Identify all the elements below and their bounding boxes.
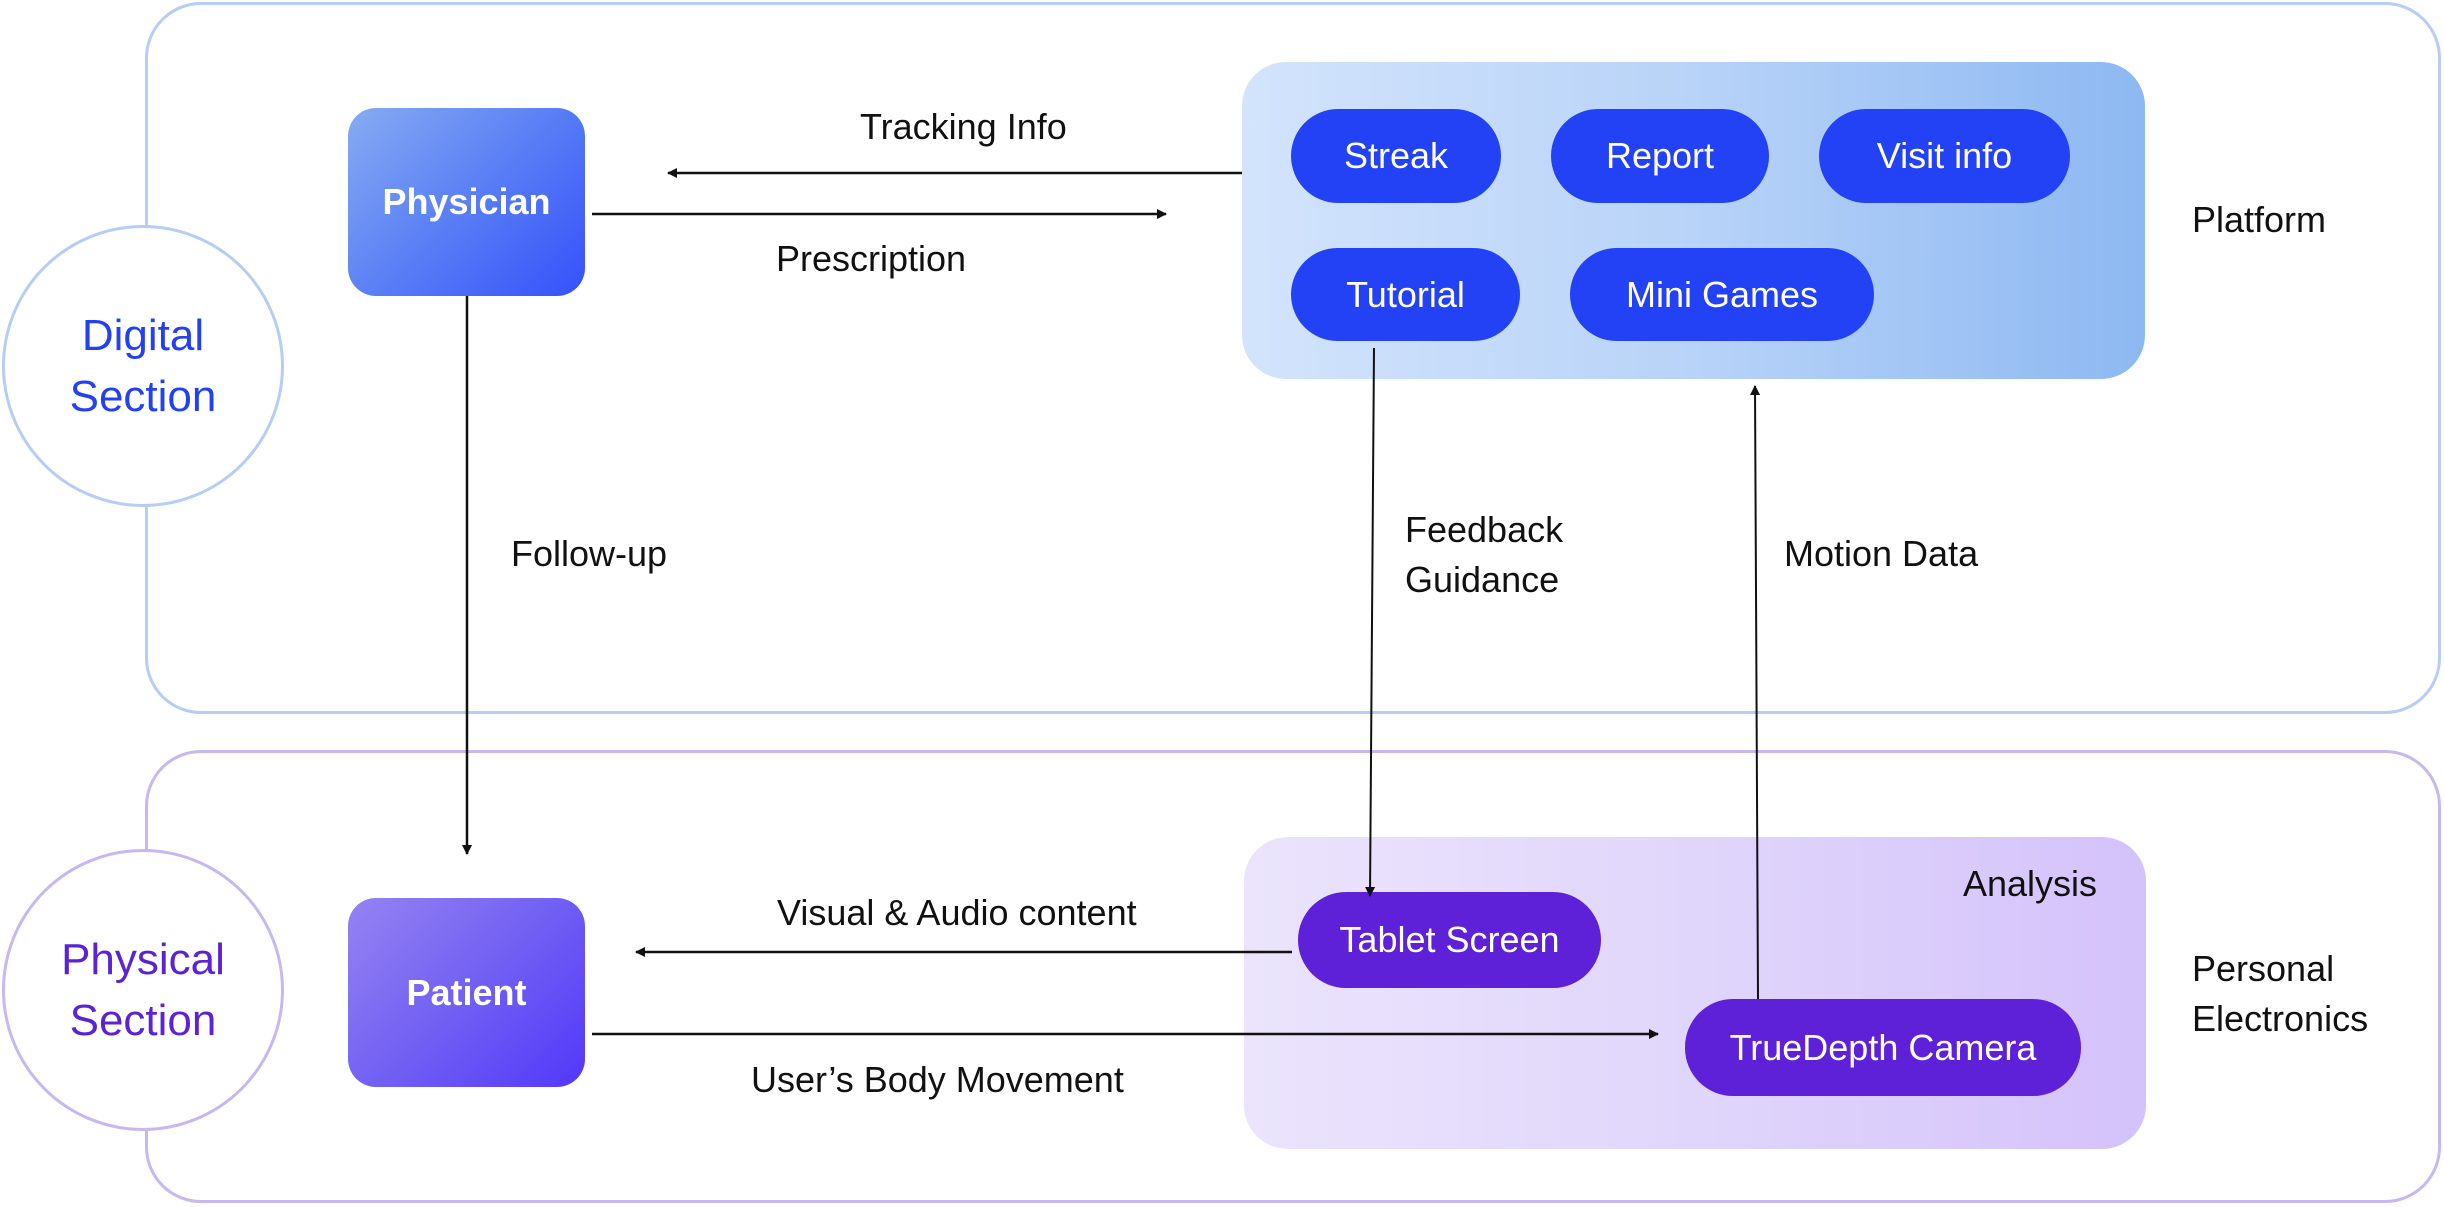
device-truedepth-camera[interactable]: TrueDepth Camera [1685, 999, 2081, 1096]
feedback-guidance-label: Feedback Guidance [1405, 505, 1563, 605]
visual-audio-label: Visual & Audio content [777, 892, 1137, 933]
platform-title: Platform [2192, 199, 2327, 240]
analysis-label: Analysis [1963, 863, 2098, 904]
physical-section-label-line2: Section [69, 996, 217, 1045]
platform-module-report[interactable]: Report [1551, 109, 1769, 203]
body-movement-label: User’s Body Movement [751, 1059, 1124, 1100]
analysis-container [1244, 837, 2146, 1149]
module-label: Mini Games [1625, 273, 1819, 315]
personal-electronics-title: Personal Electronics [2192, 944, 2368, 1044]
platform-module-mini-games[interactable]: Mini Games [1570, 248, 1874, 341]
platform-module-tutorial[interactable]: Tutorial [1291, 248, 1520, 341]
physician-node[interactable]: Physician [348, 108, 585, 296]
digital-section-label-line2: Section [69, 372, 217, 421]
digital-section-badge: Digital Section [2, 225, 284, 507]
module-label: Tutorial [1346, 273, 1465, 315]
patient-label: Patient [406, 971, 527, 1013]
device-label: Tablet Screen [1339, 919, 1560, 960]
patient-node[interactable]: Patient [348, 898, 585, 1087]
platform-module-visit-info[interactable]: Visit info [1819, 109, 2070, 203]
personal-electronics-title-line1: Personal [2192, 948, 2335, 989]
motion-data-label: Motion Data [1784, 533, 1979, 574]
tracking-info-label: Tracking Info [860, 106, 1067, 147]
personal-electronics-title-line2: Electronics [2192, 998, 2369, 1039]
device-label: TrueDepth Camera [1729, 1026, 2037, 1068]
physical-section-badge: Physical Section [2, 849, 284, 1131]
follow-up-label: Follow-up [511, 533, 668, 574]
device-tablet-screen[interactable]: Tablet Screen [1298, 892, 1601, 988]
platform-module-streak[interactable]: Streak [1291, 109, 1501, 203]
arrow-motion-data [1750, 385, 1761, 1000]
feedback-label-line2: Guidance [1405, 559, 1560, 600]
module-label: Streak [1343, 135, 1449, 176]
digital-section-label-line1: Digital [81, 311, 205, 360]
prescription-label: Prescription [776, 238, 967, 279]
physical-section-label-line1: Physical [61, 935, 225, 984]
module-label: Visit info [1876, 135, 2013, 176]
physician-label: Physician [382, 181, 551, 222]
arrow-feedback-guidance [1365, 347, 1376, 897]
feedback-label-line1: Feedback [1405, 509, 1564, 550]
module-label: Report [1605, 135, 1715, 176]
